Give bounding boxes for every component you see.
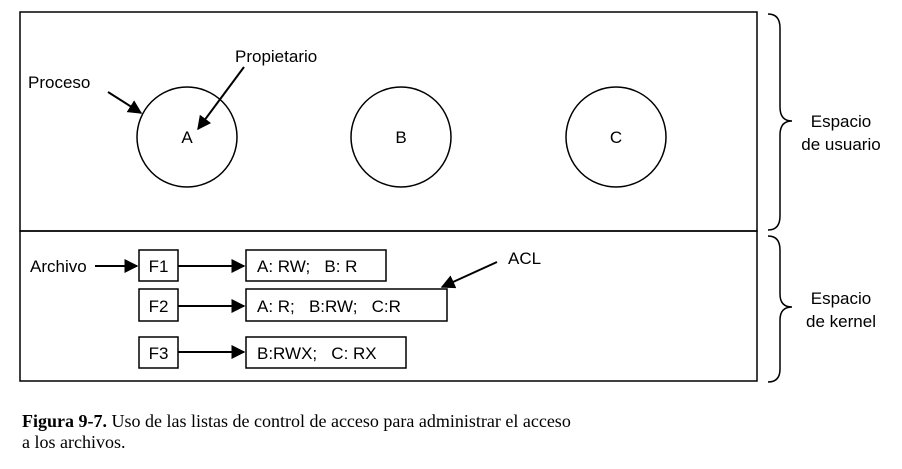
acl-f2-text: A: R; B:RW; C:R — [257, 297, 401, 316]
process-circle-a — [136, 86, 238, 188]
acl-arrow — [440, 261, 498, 289]
figure-number: Figura 9-7. — [22, 411, 107, 431]
user-space-label-line2: de usuario — [801, 135, 880, 154]
caption-text-line2: a los archivos. — [22, 432, 126, 452]
process-a-label: A — [181, 128, 193, 147]
acl-f3-text: B:RWX; C: RX — [257, 344, 377, 363]
kernel-space-brace — [767, 235, 793, 383]
acl-box-f2 — [245, 288, 448, 322]
user-space-brace — [767, 13, 793, 231]
process-c-label: C — [610, 128, 622, 147]
user-space-label-line1: Espacio — [811, 112, 871, 131]
kernel-space-label-line2: de kernel — [806, 312, 876, 331]
acl-box-f1 — [245, 249, 387, 282]
process-circle-c — [565, 86, 667, 188]
process-b-label: B — [395, 128, 406, 147]
owner-label: Propietario — [235, 47, 317, 66]
caption-text-line1: Uso de las listas de control de acceso p… — [111, 411, 571, 431]
process-circle-b — [350, 86, 452, 188]
process-label: Proceso — [28, 73, 90, 92]
process-arrow — [107, 91, 143, 114]
kernel-space-label-line1: Espacio — [811, 289, 871, 308]
file-f1-label: F1 — [149, 257, 169, 276]
acl-f1-text: A: RW; B: R — [257, 257, 357, 276]
file-f2-label: F2 — [149, 297, 169, 316]
figure-caption: Figura 9-7. Uso de las listas de control… — [22, 411, 782, 453]
file-f3-label: F3 — [149, 344, 169, 363]
acl-label: ACL — [508, 249, 541, 268]
file-label: Archivo — [30, 257, 87, 276]
user-space-box — [19, 11, 758, 232]
acl-box-f3 — [245, 336, 407, 369]
kernel-space-box — [19, 230, 758, 382]
owner-arrow — [197, 66, 245, 131]
